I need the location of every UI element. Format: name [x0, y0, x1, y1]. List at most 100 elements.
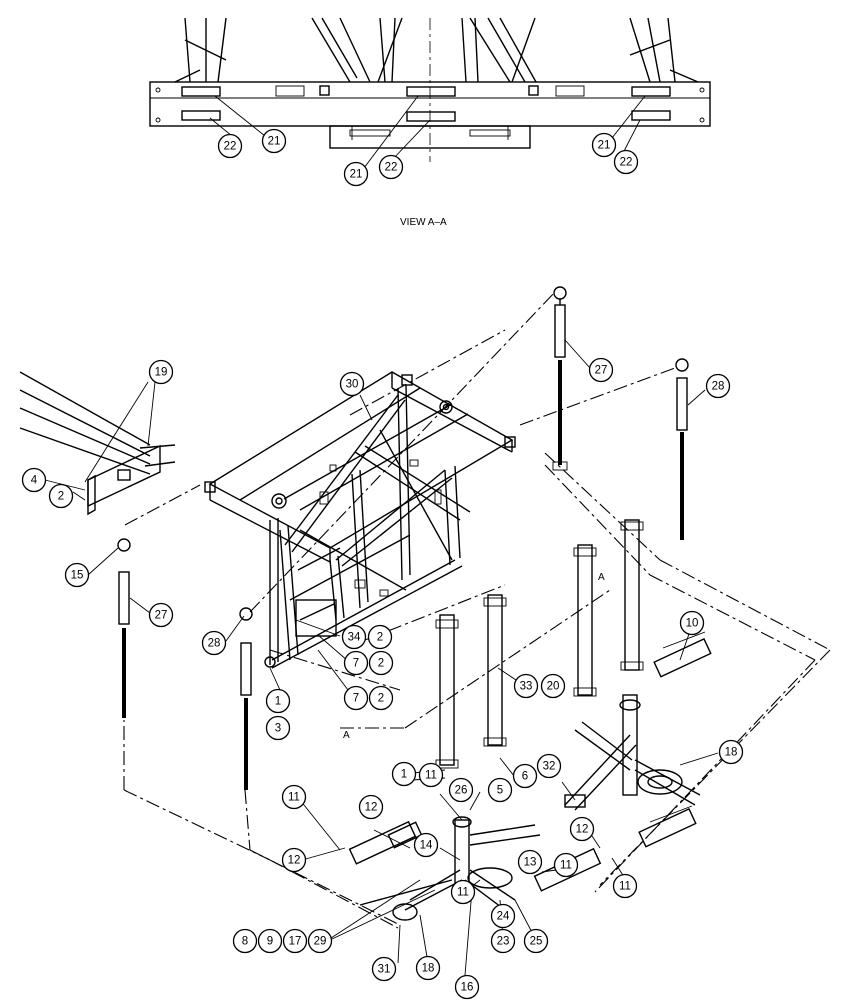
balloon-number: 11	[288, 792, 300, 804]
balloon-circle	[523, 928, 549, 954]
balloon-number: 16	[461, 982, 474, 994]
balloon-circle	[512, 763, 538, 789]
balloon-number: 17	[289, 936, 302, 948]
item-balloon: 2	[368, 685, 394, 711]
balloon-circle	[448, 777, 474, 803]
balloon-number: 23	[497, 936, 510, 948]
balloon-circle	[282, 928, 308, 954]
balloon-number: 9	[267, 936, 273, 948]
item-balloon: 3	[265, 715, 291, 741]
item-balloon: 28	[201, 630, 227, 656]
balloon-circle	[450, 879, 476, 905]
item-balloon: 12	[358, 794, 384, 820]
balloon-number: 14	[420, 840, 433, 852]
balloon-number: 27	[595, 365, 608, 377]
balloon-number: 6	[522, 771, 528, 783]
balloon-circle	[341, 624, 367, 650]
balloon-number: 21	[268, 136, 281, 148]
balloon-circle	[232, 928, 258, 954]
balloon-number: 27	[155, 610, 168, 622]
item-balloon: 28	[705, 373, 731, 399]
item-balloon: 26	[448, 777, 474, 803]
balloon-number: 11	[619, 881, 631, 893]
item-balloon: 1	[265, 688, 291, 714]
item-balloon: 4	[21, 467, 47, 493]
balloon-circle	[265, 688, 291, 714]
balloon-circle	[540, 673, 566, 699]
balloon-circle	[21, 467, 47, 493]
balloon-number: 30	[346, 379, 359, 391]
item-balloon: 11	[281, 784, 307, 810]
balloon-number: 25	[530, 936, 543, 948]
item-balloon: 7	[343, 685, 369, 711]
item-balloon: 7	[343, 650, 369, 676]
balloon-circle	[487, 777, 513, 803]
balloon-number: 7	[353, 693, 359, 705]
item-balloon: 18	[718, 739, 744, 765]
balloon-circle	[591, 132, 617, 158]
balloon-circle	[261, 128, 287, 154]
balloon-number: 31	[378, 964, 391, 976]
balloon-circle	[612, 873, 638, 899]
balloon-number: 22	[385, 162, 398, 174]
item-balloon: 1	[391, 761, 417, 787]
item-balloon: 11	[553, 852, 579, 878]
balloon-number: 28	[712, 381, 725, 393]
item-balloon: 27	[148, 602, 174, 628]
item-balloon: 31	[371, 956, 397, 982]
balloon-circle	[281, 847, 307, 873]
item-balloon: 8	[232, 928, 258, 954]
item-balloon: 21	[343, 161, 369, 187]
balloon-number: 12	[365, 802, 378, 814]
balloon-number: 18	[725, 747, 738, 759]
balloon-circle	[553, 852, 579, 878]
balloon-number: 28	[208, 638, 221, 650]
item-balloon: 12	[569, 816, 595, 842]
item-balloon: 2	[48, 483, 74, 509]
balloon-number: 21	[598, 140, 611, 152]
balloon-circle	[391, 761, 417, 787]
balloon-circle	[513, 673, 539, 699]
balloon-number: 11	[560, 860, 572, 872]
balloon-circle	[343, 650, 369, 676]
balloon-circle	[148, 602, 174, 628]
item-balloon: 10	[679, 610, 705, 636]
balloon-number: 33	[520, 681, 533, 693]
balloon-circle	[281, 784, 307, 810]
balloon-number: 12	[288, 855, 301, 867]
balloon-circle	[339, 371, 365, 397]
balloon-circle	[418, 762, 444, 788]
balloon-circle	[517, 849, 543, 875]
balloon-number: 12	[576, 824, 589, 836]
balloon-number: 22	[620, 157, 633, 169]
balloon-circle	[371, 956, 397, 982]
item-balloon: 11	[612, 873, 638, 899]
balloon-number: 7	[353, 658, 359, 670]
balloon-number: 2	[58, 491, 64, 503]
balloon-circle	[201, 630, 227, 656]
balloon-number: 1	[401, 769, 407, 781]
balloon-circle	[569, 816, 595, 842]
balloon-number: 32	[543, 761, 556, 773]
item-balloon: 33	[513, 673, 539, 699]
section-mark-a-left: A	[343, 730, 350, 741]
item-balloon: 2	[367, 624, 393, 650]
balloon-circle	[368, 650, 394, 676]
balloon-circle	[64, 562, 90, 588]
balloon-circle	[217, 133, 243, 159]
balloon-circle	[48, 483, 74, 509]
item-balloon: 17	[282, 928, 308, 954]
item-balloon: 25	[523, 928, 549, 954]
balloon-number: 22	[224, 141, 237, 153]
balloon-circle	[413, 832, 439, 858]
item-balloon: 15	[64, 562, 90, 588]
balloon-number: 13	[524, 857, 537, 869]
balloon-circle	[148, 359, 174, 385]
balloon-number: 24	[497, 911, 510, 923]
balloon-number: 18	[422, 963, 435, 975]
item-balloon: 13	[517, 849, 543, 875]
item-balloon: 2	[368, 650, 394, 676]
balloon-number: 21	[350, 169, 363, 181]
item-balloon: 19	[148, 359, 174, 385]
